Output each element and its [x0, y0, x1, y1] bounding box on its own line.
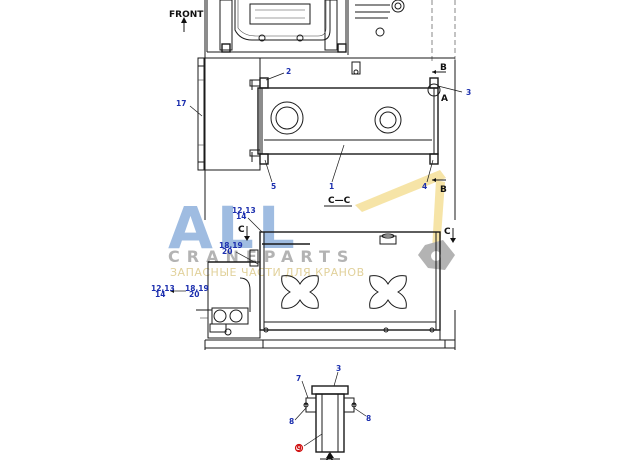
- callout-12-13-a: 12,13: [232, 206, 256, 215]
- view-letter-B-bottom: B: [440, 185, 447, 195]
- callout-3: 3: [466, 88, 471, 97]
- watermark-brand: ALL: [168, 194, 299, 262]
- arrow-up-icon: [181, 17, 187, 23]
- view-letter-B-top: B: [440, 63, 447, 73]
- view-letter-C-right: C: [444, 227, 451, 237]
- callout-18-19-a: 18,19: [219, 241, 243, 250]
- detail-callout-3: 3: [336, 364, 341, 373]
- upper-frame: [204, 0, 456, 220]
- detail-callout-8-right: 8: [366, 414, 371, 423]
- arrow-down-icon-2: [450, 238, 456, 243]
- port-large: [270, 101, 304, 135]
- arrow-left-icon: [432, 70, 436, 74]
- view-letter-A-top: A: [441, 94, 448, 104]
- section-title: C—C: [328, 196, 351, 206]
- callout-14-a: 14: [236, 212, 246, 221]
- view-letter-A-bottom: A: [326, 453, 333, 460]
- part-1-body: [257, 87, 439, 155]
- callout-2: 2: [286, 67, 291, 76]
- callout-20-b: 20: [189, 290, 199, 299]
- detail-A-marker: [427, 83, 441, 97]
- watermark-craneparts: CRANEPARTS: [168, 247, 355, 266]
- arrow-down-icon: [244, 236, 250, 241]
- callout-12-13-b: 12,13: [151, 284, 175, 293]
- port-small: [374, 106, 402, 134]
- callout-5: 5: [271, 182, 276, 191]
- callout-17: 17: [176, 99, 186, 108]
- detail-callout-9: 9: [297, 444, 302, 453]
- front-label: FRONT: [169, 10, 204, 20]
- detail-A-view: 3 7 8 8 9 A: [289, 364, 371, 460]
- arrow-left-icon-2: [432, 178, 436, 182]
- detail-callout-7: 7: [296, 374, 301, 383]
- front-indicator: FRONT: [169, 10, 204, 32]
- arrow-up-icon-detail: [326, 452, 334, 458]
- baffle-right: [369, 275, 407, 309]
- callout-18-19-b: 18,19: [185, 284, 209, 293]
- callout-9-highlight: [294, 443, 304, 453]
- section-c-c-view: C—C C C: [151, 196, 456, 350]
- watermark-crane-boom: [355, 170, 446, 212]
- callout-14-b: 14: [155, 290, 165, 299]
- watermark-tagline: ЗАПАСНЫЕ ЧАСТИ ДЛЯ КРАНОВ: [170, 266, 365, 279]
- baffle-left: [281, 275, 319, 309]
- callout-20-a: 20: [222, 247, 232, 256]
- detail-callout-8-left: 8: [289, 417, 294, 426]
- callout-4: 4: [422, 182, 427, 191]
- callout-1: 1: [329, 182, 334, 191]
- view-letter-C-left: C: [238, 225, 245, 235]
- top-view: B B A 17 2 3 5 1 4: [176, 57, 471, 195]
